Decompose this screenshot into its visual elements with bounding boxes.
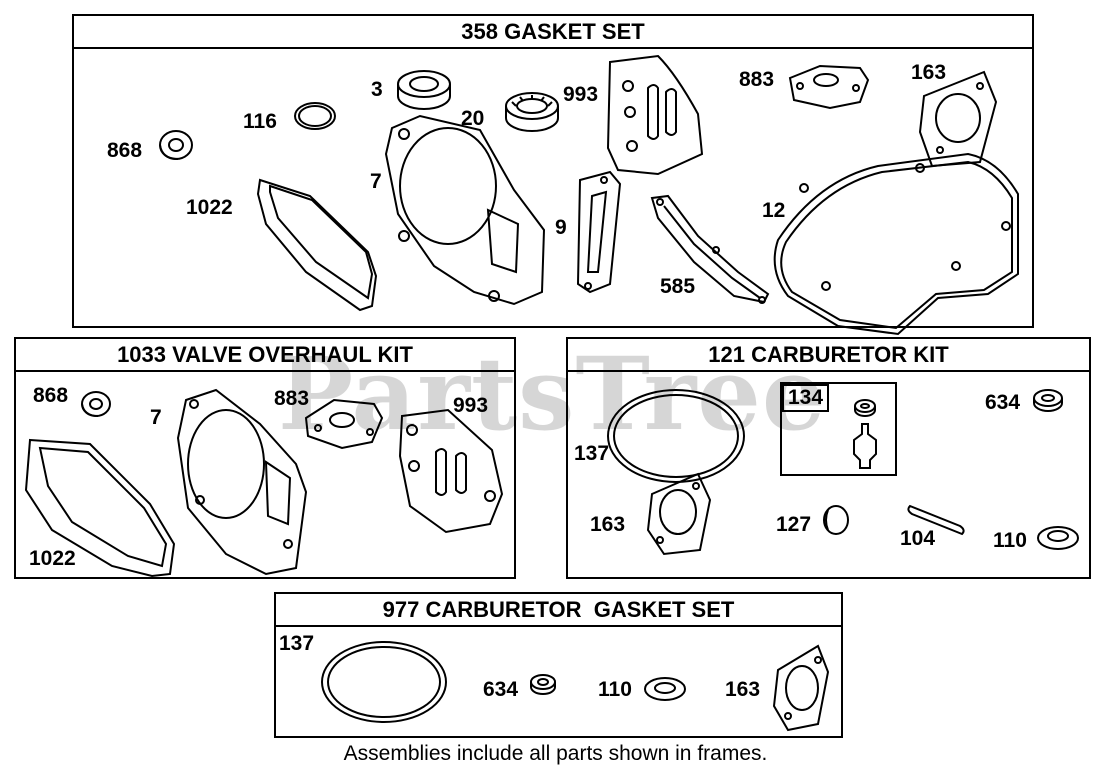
part-label[interactable]: 137 (574, 442, 610, 465)
gasket-163-set (772, 644, 830, 732)
part-label[interactable]: 7 (370, 170, 382, 193)
part-label[interactable]: 163 (590, 513, 626, 536)
part-label[interactable]: 116 (243, 110, 277, 133)
part-label[interactable]: 993 (563, 83, 599, 106)
gasket-163-top (918, 70, 998, 168)
part-label[interactable]: 634 (483, 678, 519, 701)
part-label[interactable]: 883 (274, 387, 310, 410)
part-label[interactable]: 1022 (186, 196, 233, 219)
part-label[interactable]: 3 (371, 78, 383, 101)
part-label[interactable]: 883 (739, 68, 775, 91)
gasket-1022 (256, 178, 378, 312)
part-label[interactable]: 868 (107, 139, 143, 162)
part-label[interactable]: 137 (279, 632, 315, 655)
part-label[interactable]: 127 (776, 513, 812, 536)
gasket-883-valve (304, 398, 384, 450)
gasket-163-kit (646, 472, 712, 556)
seal-868 (159, 130, 193, 160)
frame-carburetor-kit: 121 CARBURETOR KIT (566, 337, 1091, 579)
oring-137 (607, 389, 745, 483)
gasket-9 (576, 170, 622, 294)
part-label[interactable]: 1022 (29, 547, 76, 570)
washer-110-kit (1037, 526, 1079, 550)
footnote: Assemblies include all parts shown in fr… (343, 742, 768, 765)
part-label[interactable]: 20 (461, 107, 485, 130)
oring-116 (294, 102, 336, 130)
part-label[interactable]: 585 (660, 275, 696, 298)
plug-127 (823, 505, 849, 535)
washer-634-kit (1033, 389, 1063, 412)
gasket-12 (773, 152, 1019, 336)
part-label[interactable]: 110 (993, 529, 1027, 552)
frame-title: 977 CARBURETOR GASKET SET (276, 594, 841, 627)
frame-title: 1033 VALVE OVERHAUL KIT (16, 339, 514, 372)
gasket-883 (788, 64, 870, 110)
part-label[interactable]: 9 (555, 216, 567, 239)
oring-137-set (321, 641, 447, 723)
part-label[interactable]: 7 (150, 406, 162, 429)
oil-seal-3 (397, 70, 451, 110)
head-gasket-7 (384, 114, 546, 306)
frame-carburetor-gasket-set: 977 CARBURETOR GASKET SET (274, 592, 843, 738)
frame-title: 121 CARBURETOR KIT (568, 339, 1089, 372)
gasket-1022-valve (24, 438, 176, 578)
inner-frame-134 (780, 382, 897, 476)
part-label[interactable]: 110 (598, 678, 632, 701)
seal-20 (505, 92, 559, 132)
seal-868-valve (81, 391, 111, 417)
part-label[interactable]: 12 (762, 199, 786, 222)
part-label[interactable]: 868 (33, 384, 69, 407)
head-gasket-7-valve (176, 388, 308, 576)
frame-valve-overhaul-kit: 1033 VALVE OVERHAUL KIT (14, 337, 516, 579)
gasket-993-valve (398, 408, 504, 534)
frame-title: 358 GASKET SET (74, 16, 1032, 49)
gasket-993 (606, 54, 704, 176)
part-label[interactable]: 134 (782, 384, 830, 412)
part-label[interactable]: 163 (725, 678, 761, 701)
pin-104 (907, 504, 965, 536)
washer-110-set (644, 677, 686, 701)
needle-seat-134 (853, 399, 877, 469)
part-label[interactable]: 163 (911, 61, 947, 84)
part-label[interactable]: 634 (985, 391, 1021, 414)
gasket-585 (650, 194, 770, 304)
frame-gasket-set: 358 GASKET SET (72, 14, 1034, 328)
part-label[interactable]: 993 (453, 394, 489, 417)
washer-634-set (530, 674, 556, 695)
part-label[interactable]: 104 (900, 527, 936, 550)
